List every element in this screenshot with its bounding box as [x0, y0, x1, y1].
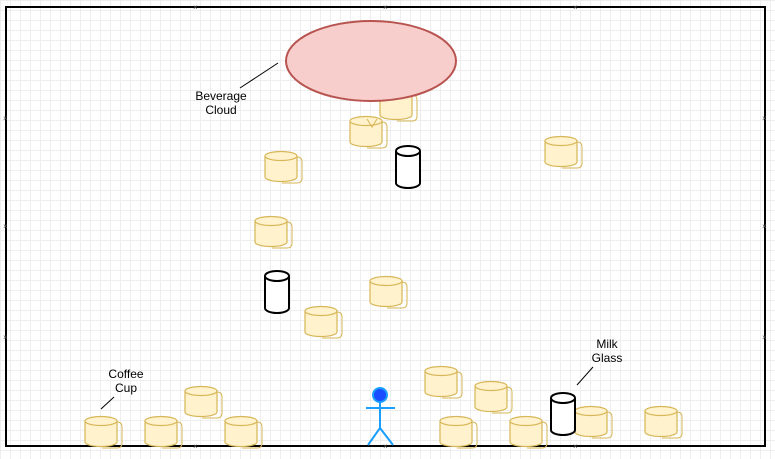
person-stick-figure-icon[interactable] — [366, 387, 395, 446]
coffee-cup-icon[interactable] — [369, 275, 408, 309]
coffee-cup-icon[interactable] — [264, 150, 303, 184]
milk-glass-label-line2: Glass — [591, 351, 623, 365]
coffee-cup-icon[interactable] — [84, 415, 123, 449]
frame-handles[interactable]: × × × × × × × × × × × × — [3, 3, 767, 451]
svg-text:×: × — [383, 3, 388, 12]
beverage-cloud-callout-line — [239, 62, 279, 89]
coffee-cup-icon[interactable] — [424, 365, 463, 399]
svg-text:×: × — [383, 442, 388, 451]
coffee-cup-icon[interactable] — [544, 135, 583, 169]
coffee-cup-label-line1: Coffee — [108, 367, 144, 381]
svg-text:×: × — [3, 114, 8, 123]
coffee-cup-icon[interactable] — [509, 415, 548, 449]
svg-text:×: × — [762, 333, 767, 342]
svg-text:×: × — [762, 222, 767, 231]
beverage-cloud-label-line2: Cloud — [205, 103, 237, 117]
coffee-cup-icon[interactable] — [254, 215, 293, 249]
coffee-cup-icon[interactable] — [439, 415, 478, 449]
coffee-cup-label: Coffee Cup — [103, 367, 149, 395]
coffee-cup-label-line2: Cup — [114, 381, 137, 395]
milk-glass-icon[interactable] — [550, 392, 576, 436]
svg-text:×: × — [3, 222, 8, 231]
beverage-cloud-ellipse[interactable] — [285, 20, 457, 102]
milk-glass-icon[interactable] — [264, 270, 290, 314]
svg-text:×: × — [193, 3, 198, 12]
coffee-cup-icon[interactable] — [304, 305, 343, 339]
coffee-cup-icon[interactable] — [224, 415, 263, 449]
coffee-cup-icon[interactable] — [574, 405, 613, 439]
svg-text:×: × — [3, 333, 8, 342]
milk-glass-label: Milk Glass — [586, 337, 628, 365]
milk-glasses-layer — [264, 145, 576, 436]
cup-arrow-icon — [366, 118, 378, 128]
svg-text:×: × — [573, 3, 578, 12]
milk-glass-icon[interactable] — [395, 145, 421, 189]
coffee-cup-icon[interactable] — [144, 415, 183, 449]
beverage-cloud-label-line1: Beverage — [195, 89, 247, 103]
coffee-cup-icon[interactable] — [644, 405, 683, 439]
beverage-cloud-label: Beverage Cloud — [193, 89, 249, 117]
coffee-cup-callout-line — [100, 396, 115, 410]
diagram-frame — [5, 6, 766, 447]
milk-glass-label-line1: Milk — [596, 337, 618, 351]
svg-text:×: × — [573, 442, 578, 451]
coffee-cup-icon[interactable] — [184, 385, 223, 419]
milk-glass-callout-line — [576, 366, 594, 386]
svg-text:×: × — [193, 442, 198, 451]
svg-text:×: × — [762, 114, 767, 123]
coffee-cup-icon[interactable] — [474, 380, 513, 414]
